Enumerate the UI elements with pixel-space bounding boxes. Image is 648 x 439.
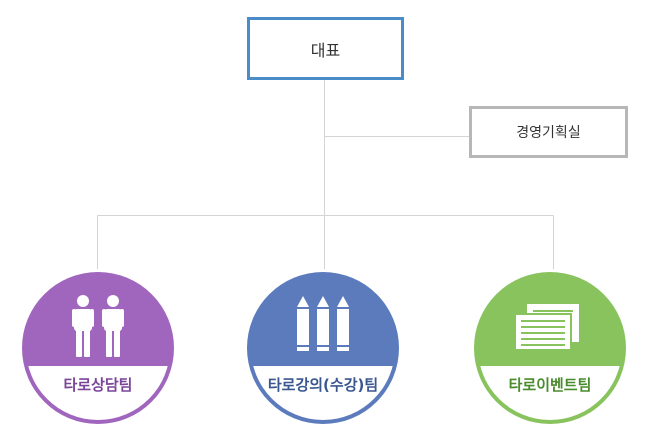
ceo-label: 대표 [310,40,341,60]
pencils-icon [297,296,349,351]
people-icon [72,295,124,357]
ceo-box: 대표 [247,17,404,80]
team-lecture: 타로강의(수강)팀 [244,269,402,427]
team-counseling-circle [19,269,177,427]
team-lecture-circle [244,269,402,427]
team-counseling: 타로상담팀 [19,269,177,427]
team-events-circle [471,269,629,427]
team-counseling-label: 타로상담팀 [63,376,133,394]
planning-office-label: 경영기획실 [516,125,581,141]
team-events-label: 타로이벤트팀 [508,376,592,394]
documents-icon [514,304,579,351]
team-events: 타로이벤트팀 [471,269,629,427]
planning-office-box: 경영기획실 [469,106,628,158]
team-lecture-label: 타로강의(수강)팀 [267,376,379,394]
